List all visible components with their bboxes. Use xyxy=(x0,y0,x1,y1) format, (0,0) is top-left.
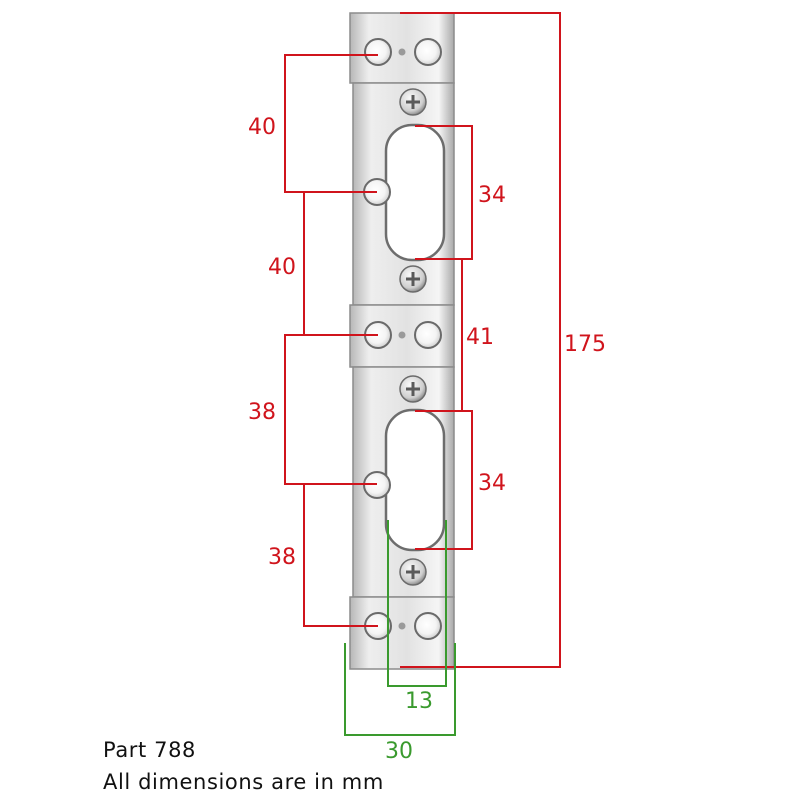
dimension-line-38-lower xyxy=(303,483,378,627)
dimension-line-13 xyxy=(387,520,447,687)
mounting-hole xyxy=(414,612,442,640)
label-175: 175 xyxy=(564,332,606,357)
dimension-line-30 xyxy=(344,643,456,736)
label-13: 13 xyxy=(405,689,433,714)
dimension-line-34-lower xyxy=(415,410,473,550)
units-note: All dimensions are in mm xyxy=(103,770,384,794)
mounting-hole xyxy=(414,321,442,349)
pilot-hole xyxy=(398,48,406,56)
dimension-labels: 40 40 38 38 34 34 41 175 13 30 xyxy=(248,115,606,764)
dimension-line-175 xyxy=(400,12,561,668)
phillips-screw-icon xyxy=(399,88,427,116)
mounting-hole xyxy=(414,38,442,66)
label-40-upper: 40 xyxy=(248,115,276,140)
pilot-hole xyxy=(398,622,406,630)
label-41: 41 xyxy=(466,325,494,350)
dimension-line-41 xyxy=(415,258,463,411)
phillips-screw-icon xyxy=(399,375,427,403)
green-dimension-lines xyxy=(344,520,456,736)
label-30: 30 xyxy=(385,739,413,764)
red-dimension-lines xyxy=(284,12,561,668)
mounting-holes xyxy=(363,38,442,640)
mounting-hole xyxy=(364,38,392,66)
lower-slot xyxy=(384,408,446,552)
strike-plate xyxy=(349,12,455,670)
label-34-lower: 34 xyxy=(478,471,506,496)
pilot-hole xyxy=(398,331,406,339)
part-label: Part 788 xyxy=(103,738,197,762)
label-40-lower: 40 xyxy=(268,255,296,280)
upper-slot xyxy=(384,123,446,262)
label-38-upper: 38 xyxy=(248,400,276,425)
label-38-lower: 38 xyxy=(268,545,296,570)
phillips-screw-icon xyxy=(399,558,427,586)
label-34-upper: 34 xyxy=(478,183,506,208)
phillips-screw-icon xyxy=(399,265,427,293)
screw-heads xyxy=(399,88,427,586)
